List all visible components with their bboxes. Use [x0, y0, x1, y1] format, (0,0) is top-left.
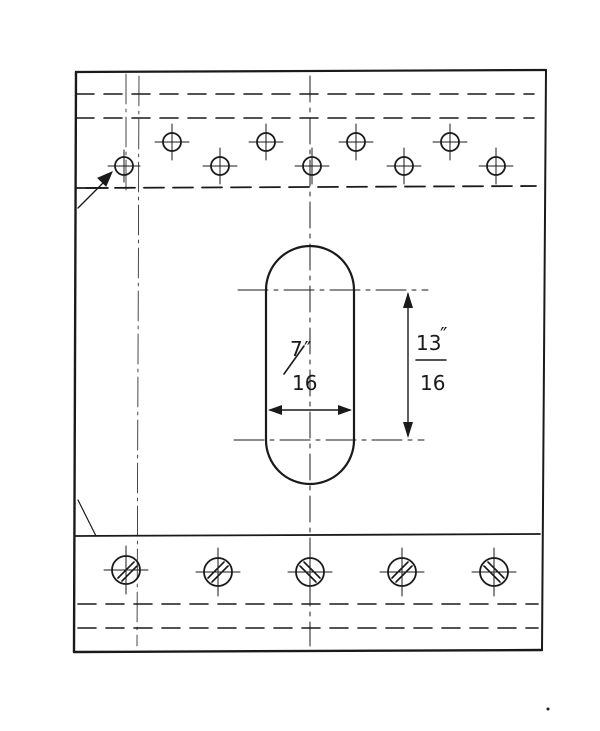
slot-length-dimension	[233, 289, 429, 441]
screw	[287, 547, 333, 597]
svg-text:16: 16	[420, 371, 445, 395]
hole	[202, 147, 238, 185]
leader-arrowhead	[97, 171, 113, 187]
arrowhead	[403, 292, 413, 308]
svg-text:″: ″	[440, 323, 447, 347]
slot-width-label: 7 ″ 16	[283, 337, 317, 395]
hole	[478, 147, 514, 185]
arrowhead	[403, 422, 413, 438]
slot-width-inch-mark: ″	[304, 337, 311, 361]
hole	[107, 149, 141, 183]
slot-width-denominator: 16	[292, 371, 317, 395]
slot-width-numerator: 7	[290, 337, 303, 361]
slot-length-numerator: 13	[416, 331, 441, 355]
slot-length-label: 13 ″ 16	[415, 323, 447, 395]
slot-length-inch-mark: ″	[440, 323, 447, 347]
top-hole-row	[107, 123, 514, 185]
svg-text:13: 13	[416, 331, 441, 355]
leader-lines	[77, 171, 113, 537]
hole	[338, 123, 374, 161]
plate-outline	[72, 68, 548, 654]
arrowhead	[338, 405, 352, 415]
stray-mark	[546, 707, 550, 711]
screw-row	[103, 545, 517, 597]
hole	[248, 123, 284, 161]
slot-width-dimension	[268, 405, 352, 415]
screw	[379, 547, 425, 597]
hole	[294, 147, 330, 185]
screw	[103, 545, 149, 595]
arrowhead	[268, 405, 282, 415]
screw	[195, 547, 241, 597]
hole	[432, 123, 468, 161]
svg-text:16: 16	[292, 371, 317, 395]
hole	[154, 123, 190, 161]
svg-text:″: ″	[304, 337, 311, 361]
svg-text:7: 7	[290, 337, 303, 361]
hole	[386, 147, 422, 185]
top-strip	[75, 93, 537, 189]
screw	[471, 547, 517, 597]
slot-length-denominator: 16	[420, 371, 445, 395]
bottom-strip	[75, 533, 541, 629]
